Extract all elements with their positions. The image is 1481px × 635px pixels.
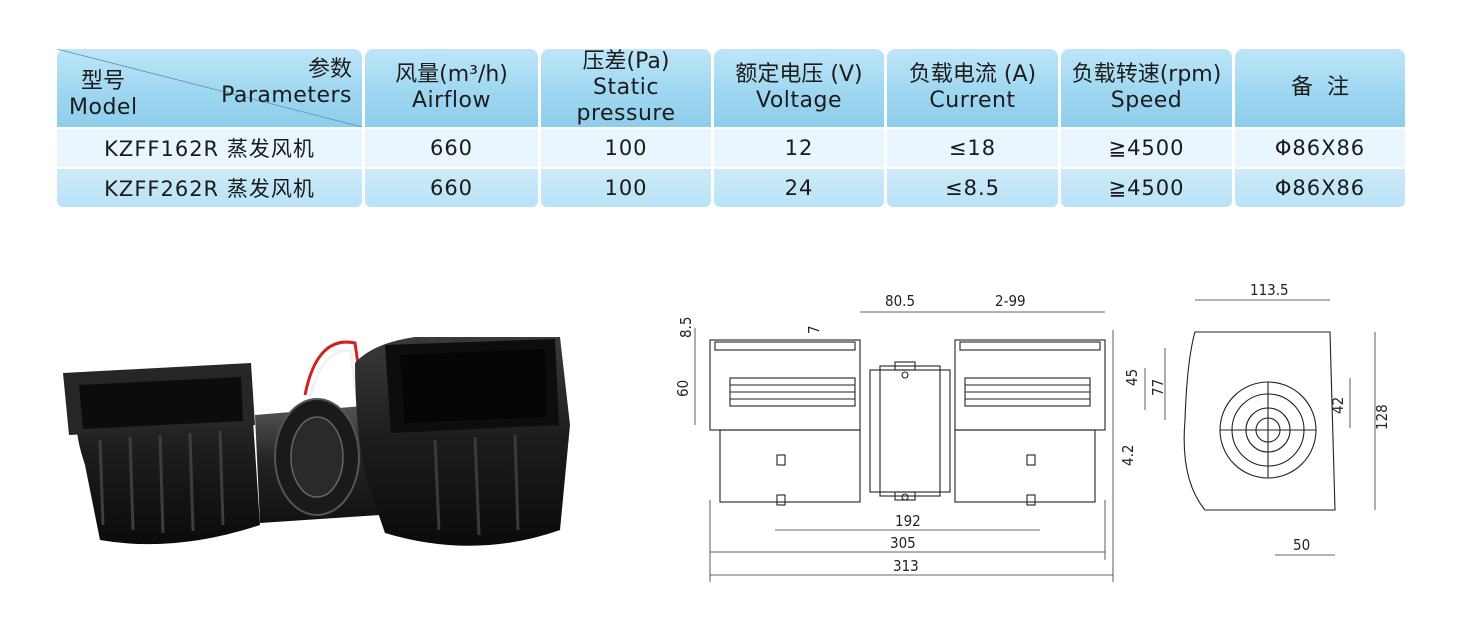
cell-pressure: 100 (541, 127, 711, 167)
right-housing-bottom (954, 429, 1096, 503)
table-row: KZFF262R 蒸发风机 660 100 24 ≤8.5 ≧4500 Φ86X… (57, 167, 1405, 207)
cell-pressure: 100 (541, 167, 711, 207)
cell-model: KZFF262R 蒸发风机 (57, 167, 362, 207)
motor-body (869, 369, 951, 493)
header-note: 备 注 (1235, 49, 1405, 127)
params-label: 参数 Parameters (221, 57, 352, 109)
diagonal-divider (57, 49, 362, 127)
dim-77: 77 (1149, 379, 1167, 396)
header-speed: 负载转速(rpm) Speed (1061, 49, 1232, 127)
blower-photo (63, 337, 570, 546)
dim-7: 7 (805, 325, 823, 334)
cell-speed: ≧4500 (1061, 167, 1232, 207)
dim-2-99: 2-99 (995, 292, 1026, 310)
dim-8-5: 8.5 (677, 317, 695, 338)
spec-table: 参数 Parameters 型号 Model 风量(m³/h) Airflow … (54, 49, 1408, 207)
header-model-params: 参数 Parameters 型号 Model (57, 49, 362, 127)
cell-current: ≤18 (887, 127, 1058, 167)
model-zh: 型号 (81, 69, 126, 94)
dim-128: 128 (1373, 404, 1391, 430)
table-header-row: 参数 Parameters 型号 Model 风量(m³/h) Airflow … (57, 49, 1405, 127)
dim-50: 50 (1293, 536, 1310, 554)
cell-voltage: 12 (714, 127, 884, 167)
dim-80-5: 80.5 (885, 292, 915, 310)
cell-note: Φ86X86 (1235, 127, 1405, 167)
model-label: 型号 Model (69, 69, 138, 121)
dim-45: 45 (1123, 369, 1141, 386)
cell-airflow: 660 (365, 167, 538, 207)
dim-42: 42 (1329, 397, 1347, 414)
dim-60: 60 (674, 380, 692, 397)
params-zh: 参数 (307, 57, 352, 82)
left-housing-bottom (719, 429, 861, 503)
cell-model: KZFF162R 蒸发风机 (57, 127, 362, 167)
dim-113-5: 113.5 (1250, 281, 1289, 299)
cell-airflow: 660 (365, 127, 538, 167)
cell-voltage: 24 (714, 167, 884, 207)
table-row: KZFF162R 蒸发风机 660 100 12 ≤18 ≧4500 Φ86X8… (57, 127, 1405, 167)
cell-current: ≤8.5 (887, 167, 1058, 207)
header-airflow: 风量(m³/h) Airflow (365, 49, 538, 127)
cell-note: Φ86X86 (1235, 167, 1405, 207)
header-voltage: 额定电压 (V) Voltage (714, 49, 884, 127)
dim-192: 192 (895, 512, 921, 530)
params-en: Parameters (221, 83, 352, 108)
dim-4-2: 4.2 (1119, 445, 1137, 466)
technical-drawing: 8.5 60 7 80.5 2-99 45 77 4.2 192 305 313… (674, 281, 1391, 582)
header-current: 负载电流 (A) Current (887, 49, 1058, 127)
side-view-housing (1183, 331, 1336, 511)
cell-speed: ≧4500 (1061, 127, 1232, 167)
dim-305: 305 (890, 534, 916, 552)
dim-313: 313 (893, 557, 919, 575)
model-en: Model (69, 95, 138, 120)
header-static-pressure: 压差(Pa) Static pressure (541, 49, 711, 127)
